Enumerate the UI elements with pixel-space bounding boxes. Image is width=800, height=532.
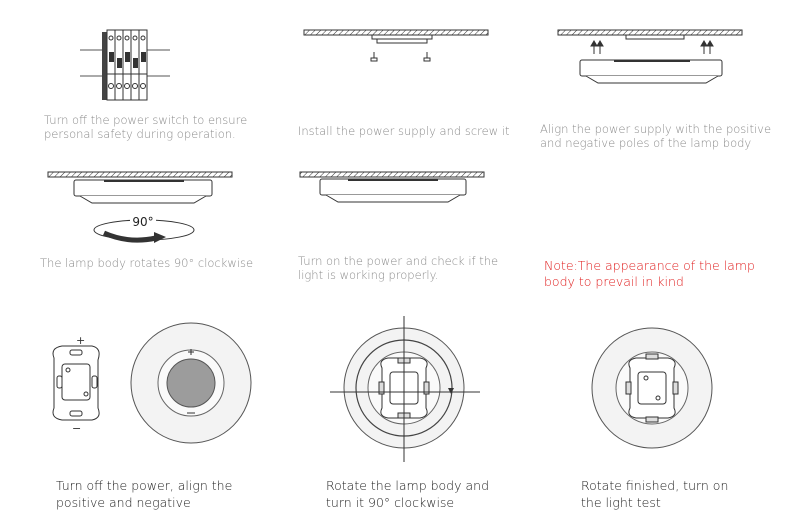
rotate-body-figure [330, 316, 480, 462]
bottom-step-2-caption: Rotate the lamp body and turn it 90° clo… [326, 477, 489, 512]
installed-lamp-figure [299, 171, 485, 203]
rotate-lamp-figure: 90° [47, 171, 233, 243]
align-lamp-figure [557, 29, 743, 84]
note-text: Note:The appearance of the lamp body to … [544, 258, 755, 289]
circuit-breaker-icon [80, 29, 170, 101]
step-2-caption: Install the power supply and screw it [298, 124, 509, 138]
rotate-finished-figure [591, 327, 713, 449]
minus-sign: − [72, 422, 81, 435]
bottom-step-2-line-2: turn it 90° clockwise [326, 495, 455, 511]
step-5-caption: Turn on the power and check if the light… [298, 254, 498, 283]
note-line-2: body to prevail in kind [544, 273, 684, 289]
ceiling-hatch-icon [303, 29, 489, 36]
step-4-caption: The lamp body rotates 90° clockwise [40, 256, 253, 270]
step-5-line-2: light is working properly. [298, 268, 439, 283]
bottom-step-1-caption: Turn off the power, align the positive a… [56, 477, 232, 512]
rotation-label: 90° [132, 215, 153, 229]
step-4-line-1: The lamp body rotates 90° clockwise [40, 256, 254, 270]
step-1-caption: Turn off the power switch to ensure pers… [44, 113, 247, 142]
bottom-step-3-line-2: the light test [581, 495, 661, 511]
align-poles-figure: + − [52, 322, 252, 444]
bottom-step-1-line-1: Turn off the power, align the [56, 478, 233, 493]
mount-plate-figure [303, 29, 489, 62]
step-5-line-1: Turn on the power and check if the [298, 254, 499, 268]
bottom-step-2-line-1: Rotate the lamp body and [326, 478, 490, 493]
bottom-step-1-line-2: positive and negative [56, 495, 191, 511]
up-arrow-icon [590, 40, 714, 54]
step-1-line-1: Turn off the power switch to ensure [44, 113, 248, 127]
note-line-1: Note:The appearance of the lamp [544, 258, 755, 273]
step-1-line-2: personal safety during operation. [44, 127, 236, 142]
step-3-line-2: and negative poles of the lamp body [540, 136, 752, 151]
plus-sign: + [76, 334, 85, 347]
step-3-line-1: Align the power supply with the positive [540, 122, 772, 136]
step-3-caption: Align the power supply with the positive… [540, 122, 771, 151]
step-2-line-1: Install the power supply and screw it [298, 124, 510, 138]
bottom-step-3-caption: Rotate finished, turn on the light test [581, 477, 728, 512]
bottom-step-3-line-1: Rotate finished, turn on [581, 478, 729, 493]
